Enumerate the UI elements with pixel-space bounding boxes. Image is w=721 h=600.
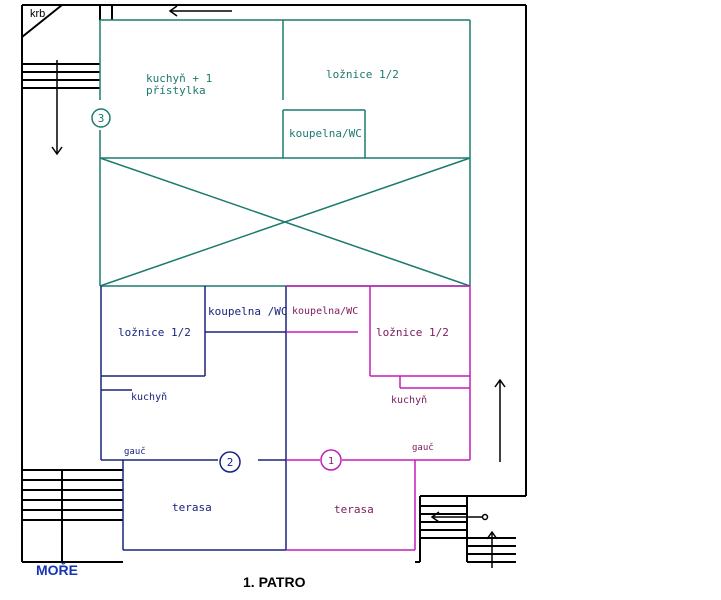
stairs-bottom-left — [22, 469, 123, 562]
fireplace-label: krb — [30, 8, 45, 20]
bathroom-2-label: koupelna /WC — [208, 305, 287, 318]
stairs-top-left — [22, 63, 100, 89]
arrow-left-icon — [168, 5, 232, 17]
terrace-2-label: terasa — [172, 501, 212, 514]
unit-2-marker: 2 — [227, 456, 234, 469]
bedroom-1-label: ložnice 1/2 — [376, 326, 449, 339]
arrow-up-icon — [494, 378, 506, 462]
sofa-1-label: gauč — [412, 442, 434, 453]
unit-1-marker: 1 — [328, 456, 334, 467]
sea-label: MOŘE — [36, 561, 78, 578]
bathroom-1-label: koupelna/WC — [292, 306, 358, 317]
entrance-top — [99, 5, 113, 20]
stairs-bottom-right — [420, 496, 516, 563]
bathroom-3-label: koupelna/WC — [289, 127, 362, 140]
arrow-left-stairs-icon — [430, 511, 489, 523]
kitchen-1-label: kuchyň — [391, 394, 427, 406]
bedroom-2-label: ložnice 1/2 — [118, 326, 191, 339]
unit-3 — [91, 19, 471, 287]
terrace-1-label: terasa — [334, 503, 374, 516]
bedroom-3-label: ložnice 1/2 — [326, 68, 399, 81]
floor-title: 1. PATRO — [243, 574, 306, 590]
unit-2 — [100, 286, 287, 551]
kitchen-2-label: kuchyň — [131, 391, 167, 403]
kitchen-3-label: kuchyň + 1 — [146, 72, 212, 85]
arrow-down-icon — [51, 60, 63, 156]
sofa-2-label: gauč — [124, 446, 146, 457]
unit-3-marker: 3 — [98, 112, 105, 125]
kitchen-3-label-line2: přístylka — [146, 84, 206, 97]
arrow-up-stairs-icon — [486, 530, 498, 568]
unit-1 — [286, 285, 471, 551]
